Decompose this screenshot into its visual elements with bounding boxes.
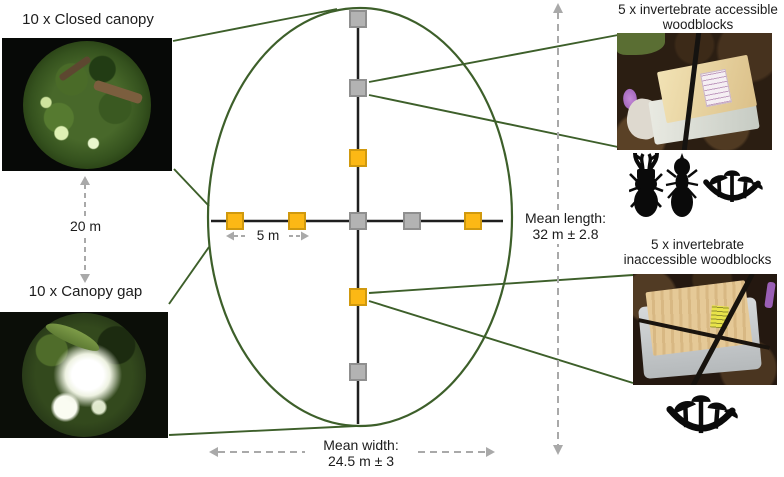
callout-line-canopy-gap-top xyxy=(168,246,210,305)
block-spacing-5m-label: 5 m xyxy=(256,228,280,243)
inaccessible-woodblocks-label: 5 x invertebrate inaccessible woodblocks xyxy=(605,237,784,267)
purple-marker-detail xyxy=(764,281,776,309)
inaccessible-woodblock-marker xyxy=(349,149,367,167)
accessible-woodblock-marker xyxy=(403,212,421,230)
inaccessible-woodblock-marker xyxy=(288,212,306,230)
branch-detail xyxy=(92,79,144,105)
inaccessible-woodblock-marker xyxy=(226,212,244,230)
leaf-detail xyxy=(617,33,665,55)
accessible-woodblock-marker xyxy=(349,79,367,97)
canopy-gap-label: 10 x Canopy gap xyxy=(28,283,143,300)
callout-line-inaccessible-bottom xyxy=(368,300,634,384)
canopy-gap-photo xyxy=(0,312,168,438)
inaccessible-label-line2: inaccessible woodblocks xyxy=(623,252,772,268)
closed-canopy-fisheye xyxy=(23,41,151,169)
accessible-woodblock-photo xyxy=(617,33,772,150)
inaccessible-woodblock-marker xyxy=(349,288,367,306)
callout-line-inaccessible-top xyxy=(368,274,634,294)
mean-length-value: 32 m ± 2.8 xyxy=(532,225,599,242)
mean-width-label: Mean width: 24.5 m ± 3 xyxy=(311,437,411,469)
beetle-icon xyxy=(629,152,664,217)
mean-length-label: Mean length: 32 m ± 2.8 xyxy=(518,210,613,245)
callout-line-accessible-top xyxy=(368,34,619,83)
mean-width-title: Mean width: xyxy=(323,437,399,453)
closed-canopy-label: 10 x Closed canopy xyxy=(22,11,154,28)
accessible-woodblocks-label: 5 x invertebrate accessible woodblocks xyxy=(612,2,784,32)
accessible-woodblock-marker xyxy=(349,363,367,381)
accessible-label-line2: woodblocks xyxy=(662,17,734,33)
leaf-detail xyxy=(43,317,103,356)
fungi-only-icon xyxy=(661,390,741,442)
fungi-icon xyxy=(706,170,764,202)
inaccessible-woodblock-marker xyxy=(464,212,482,230)
accessible-woodblock-marker xyxy=(349,10,367,28)
inaccessible-woodblock-photo xyxy=(633,274,777,385)
woodblock-detail xyxy=(645,280,753,356)
branch-detail xyxy=(58,55,92,82)
canopy-gap-fisheye xyxy=(22,313,146,437)
termite-icon xyxy=(665,153,699,217)
callout-line-accessible-bottom xyxy=(368,94,619,148)
distance-20m-label: 20 m xyxy=(58,218,113,235)
accessible-woodblock-marker xyxy=(349,212,367,230)
mean-width-value: 24.5 m ± 3 xyxy=(327,452,395,469)
accessible-label-line1: 5 x invertebrate accessible xyxy=(618,2,778,17)
callout-line-canopy-gap-bottom xyxy=(168,425,357,436)
callout-line-closed-canopy-top xyxy=(172,8,338,42)
mean-length-title: Mean length: xyxy=(525,210,606,226)
inaccessible-label-line1: 5 x invertebrate xyxy=(650,237,745,252)
callout-line-closed-canopy-bottom xyxy=(173,168,210,207)
invertebrate-fungi-icons xyxy=(629,152,765,217)
gap-outline-ellipse xyxy=(206,6,514,428)
closed-canopy-photo xyxy=(2,38,172,171)
